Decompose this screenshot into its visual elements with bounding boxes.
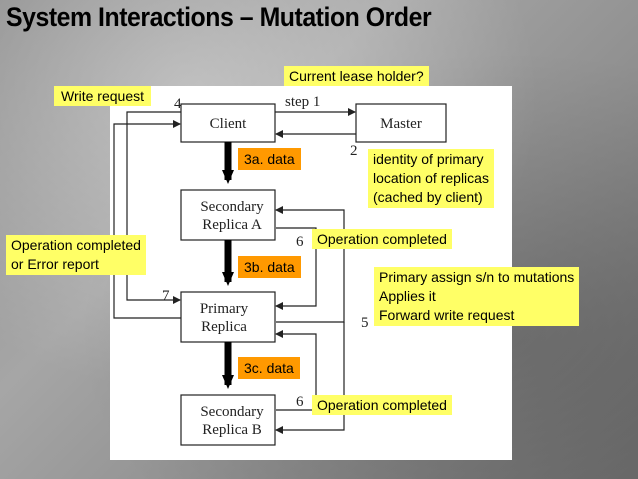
secondary-b-label-1: Secondary (200, 404, 264, 420)
callout-identity-of-primary: identity of primary location of replicas… (368, 149, 494, 208)
arrow-step-5-to-a (275, 206, 345, 323)
callout-line: identity of primary (373, 151, 484, 167)
data-tag-text: 3c. data (244, 360, 294, 376)
client-label: Client (210, 116, 247, 132)
slide-title: System Interactions – Mutation Order (6, 2, 432, 36)
callout-text: Operation completed (317, 397, 447, 413)
secondary-replica-b-box (180, 394, 276, 446)
step-4-label: 4 (174, 96, 182, 112)
data-tag-3b: 3b. data (238, 256, 301, 278)
callout-current-lease-holder: Current lease holder? (284, 66, 429, 86)
arrow-step-4 (126, 111, 181, 304)
arrow-step-7 (113, 120, 181, 319)
callout-write-request: Write request (54, 86, 151, 106)
callout-line: Applies it (379, 288, 436, 304)
arrow-step-5-to-b (275, 322, 345, 434)
step-7-label: 7 (162, 288, 170, 304)
callout-line: Forward write request (379, 307, 515, 323)
title-part-2: Mutation Order (259, 2, 432, 32)
callout-line: or Error report (11, 256, 99, 272)
data-tag-text: 3a. data (244, 151, 295, 167)
primary-label-2: Replica (201, 319, 247, 335)
primary-label-1: Primary (200, 301, 249, 317)
primary-replica-box (180, 291, 276, 343)
arrow-step-6-from-b (275, 330, 317, 411)
step-2-label: 2 (350, 143, 358, 159)
title-part-1: System Interactions (6, 2, 234, 32)
step-1-label: step 1 (285, 94, 320, 110)
callout-line: location of replicas (373, 170, 489, 186)
callout-primary-assign: Primary assign s/n to mutations Applies … (374, 267, 580, 326)
step-6b-label: 6 (296, 394, 304, 410)
client-box (180, 103, 276, 143)
secondary-replica-a-box (180, 189, 276, 241)
callout-line: Primary assign s/n to mutations (379, 269, 575, 285)
callout-operation-completed-b: Operation completed (312, 395, 452, 415)
title-separator: – (233, 2, 260, 32)
step-6a-label: 6 (296, 234, 304, 250)
data-tag-3c: 3c. data (238, 357, 300, 379)
callout-operation-completed-a: Operation completed (312, 229, 452, 249)
callout-text: Write request (61, 88, 144, 104)
arrow-step-6-from-a (275, 227, 317, 310)
step-5-label: 5 (361, 315, 369, 331)
secondary-b-label-2: Replica B (202, 422, 262, 438)
callout-operation-completed-or-error: Operation completed or Error report (6, 235, 146, 275)
master-box (355, 103, 447, 143)
master-label: Master (380, 116, 422, 132)
callout-line: Operation completed (11, 237, 141, 253)
data-tag-text: 3b. data (244, 259, 295, 275)
callout-text: Current lease holder? (289, 68, 424, 84)
secondary-a-label-2: Replica A (202, 217, 262, 233)
data-tag-3a: 3a. data (238, 148, 301, 170)
secondary-a-label-1: Secondary (200, 199, 264, 215)
callout-text: Operation completed (317, 231, 447, 247)
callout-line: (cached by client) (373, 189, 483, 205)
